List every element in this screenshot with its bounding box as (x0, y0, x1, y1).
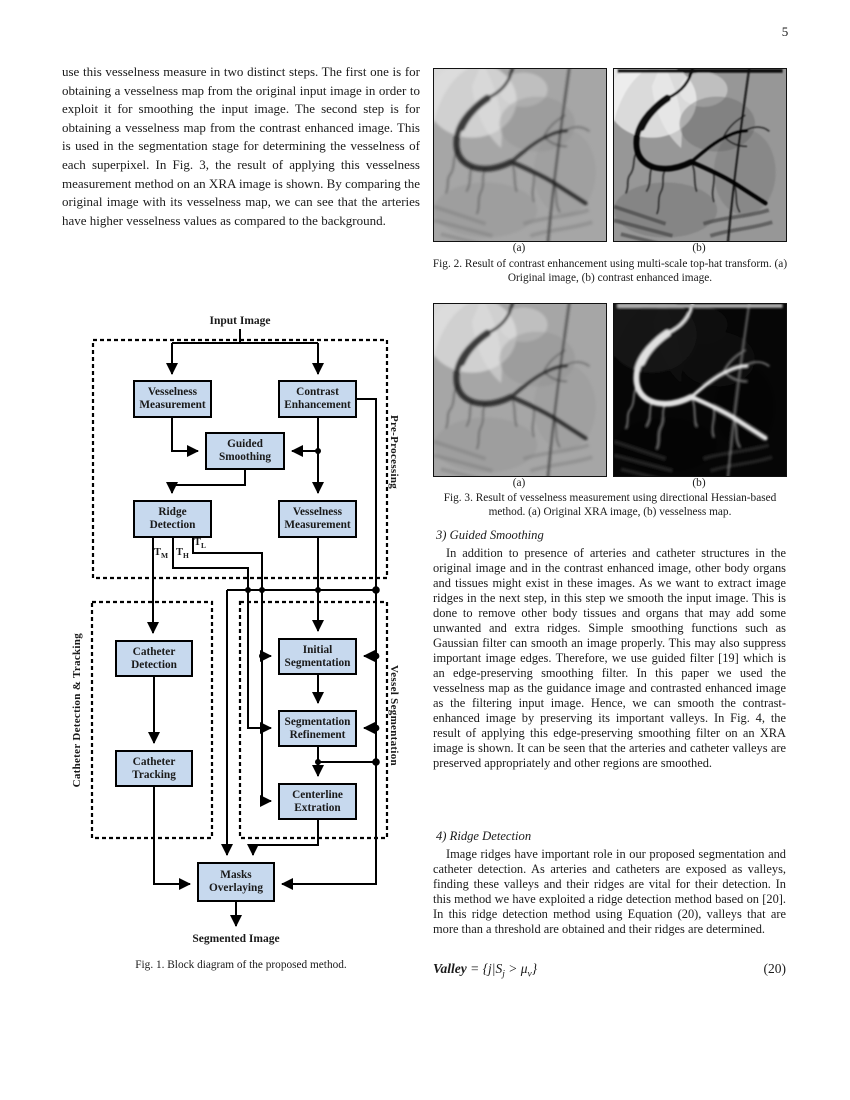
box-line: Detection (149, 519, 196, 531)
diagram-box-ridge-detection: Ridge Detection (133, 500, 212, 538)
left-column-paragraph: use this vesselness measure in two disti… (62, 64, 420, 228)
figure2-panel-b-image (613, 68, 787, 242)
figure1-caption: Fig. 1. Block diagram of the proposed me… (135, 959, 347, 971)
box-line: Measurement (139, 399, 206, 411)
threshold-label-tl: TL (194, 537, 207, 551)
figure3-panel-a-label: (a) (512, 477, 526, 489)
box-line: Segmentation (284, 656, 351, 669)
region-label-catheter-detection-tracking: Catheter Detection & Tracking (71, 633, 83, 788)
figure2-panel-b-label: (b) (692, 242, 706, 254)
box-line: Refinement (289, 728, 346, 741)
box-line: Vesselness (147, 386, 198, 399)
box-line: Vesselness (292, 506, 343, 519)
box-line: Detection (131, 658, 177, 671)
diagram-input-label: Input Image (209, 315, 271, 327)
box-line: Enhancement (284, 399, 351, 411)
box-line: Centerline (292, 788, 343, 801)
threshold-label-th: TH (176, 547, 189, 561)
region-label-vessel-segmentation: Vessel Segmentation (388, 665, 400, 766)
equation-20: Valley = {j|Sj > μv} (20) (433, 961, 786, 980)
box-line: Tracking (132, 768, 176, 781)
diagram-box-initial-segmentation: Initial Segmentation (278, 638, 357, 675)
diagram-box-catheter-tracking: Catheter Tracking (115, 750, 193, 787)
box-line: Masks (220, 869, 252, 882)
section4-paragraph: Image ridges have important role in our … (433, 847, 786, 936)
diagram-box-segmentation-refinement: Segmentation Refinement (278, 710, 357, 747)
diagram-box-guided-smoothing: Guided Smoothing (205, 432, 285, 470)
diagram-output-label: Segmented Image (192, 933, 280, 945)
diagram-connectors (90, 329, 389, 927)
figure3-panel-b-image (613, 303, 787, 477)
box-line: Ridge (158, 506, 187, 519)
figure3-panel-b-label: (b) (692, 477, 706, 489)
diagram-box-vesselness-measurement-2: Vesselness Measurement (278, 500, 357, 538)
box-line: Smoothing (218, 451, 272, 463)
page-number: 5 (781, 24, 789, 39)
section3-paragraph: In addition to presence of arteries and … (433, 546, 786, 770)
box-line: Catheter (132, 755, 176, 768)
box-line: Contrast (296, 386, 339, 399)
diagram-box-catheter-detection: Catheter Detection (115, 640, 193, 677)
diagram-box-masks-overlaying: Masks Overlaying (197, 862, 275, 902)
box-line: Overlaying (209, 882, 263, 894)
equation-number: (20) (763, 961, 787, 976)
equation-expression: Valley = {j|Sj > μv} (433, 961, 538, 980)
region-label-pre-processing: Pre-Processing (388, 415, 400, 490)
box-line: Segmentation (284, 715, 351, 728)
box-line: Catheter (132, 645, 176, 658)
box-line: Extration (294, 801, 341, 814)
diagram-box-centerline-extraction: Centerline Extration (278, 783, 357, 820)
threshold-label-tm: TM (154, 547, 169, 561)
box-line: Guided (227, 438, 263, 451)
figure2-caption: Fig. 2. Result of contrast enhancement u… (432, 258, 788, 284)
box-line: Initial (302, 643, 333, 656)
figure3-panel-a-image (433, 303, 607, 477)
figure2-panel-a-label: (a) (512, 242, 526, 254)
diagram-box-contrast-enhancement: Contrast Enhancement (278, 380, 357, 418)
figure1-block-diagram: Input Image Vesselness Measurement Contr… (71, 315, 405, 955)
figure2-panel-a-image (433, 68, 607, 242)
section3-heading: 3) Guided Smoothing (436, 528, 544, 542)
figure3-caption: Fig. 3. Result of vesselness measurement… (443, 492, 777, 518)
section4-heading: 4) Ridge Detection (436, 829, 532, 843)
box-line: Measurement (284, 519, 351, 531)
diagram-box-vesselness-measurement-1: Vesselness Measurement (133, 380, 212, 418)
